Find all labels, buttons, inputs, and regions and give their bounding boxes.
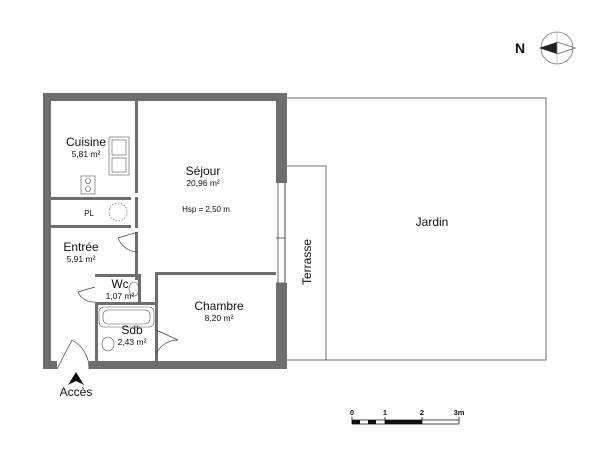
wc-area: 1,07 m² bbox=[106, 291, 135, 301]
terrace-outline bbox=[285, 165, 327, 360]
exterior-walls bbox=[43, 93, 287, 369]
sejour-name: Séjour bbox=[186, 164, 221, 178]
interior-walls bbox=[51, 101, 276, 361]
compass-icon bbox=[539, 31, 576, 65]
entree-name: Entrée bbox=[63, 240, 99, 254]
chambre-name: Chambre bbox=[194, 299, 244, 313]
access-label: Accès bbox=[60, 385, 93, 399]
scale-bar bbox=[351, 417, 460, 425]
scale-tick-0: 0 bbox=[350, 408, 354, 417]
garden-outline bbox=[284, 97, 547, 361]
chambre-area: 8,20 m² bbox=[205, 313, 234, 323]
scale-tick-1: 1 bbox=[383, 408, 387, 417]
kitchen-fixtures bbox=[80, 136, 130, 222]
window-symbols bbox=[277, 183, 286, 283]
access-arrow-icon bbox=[68, 372, 84, 385]
jardin-name: Jardin bbox=[416, 215, 449, 229]
sdb-name: Sdb bbox=[121, 323, 143, 337]
entree-area: 5,91 m² bbox=[67, 254, 96, 264]
wc-name: Wc bbox=[111, 277, 128, 291]
door-swings bbox=[56, 231, 179, 370]
terrasse-name: Terrasse bbox=[300, 239, 314, 285]
bathroom-fixtures bbox=[98, 281, 155, 352]
ceiling-height-note: Hsp = 2,50 m bbox=[182, 205, 230, 214]
sejour-area: 20,96 m² bbox=[186, 178, 220, 188]
cuisine-name: Cuisine bbox=[66, 135, 106, 149]
sdb-area: 2,43 m² bbox=[118, 337, 147, 347]
scale-tick-3: 3m bbox=[454, 408, 465, 417]
placard-label: PL bbox=[84, 209, 94, 218]
compass-north-letter: N bbox=[515, 40, 525, 56]
cuisine-area: 5,81 m² bbox=[72, 149, 101, 159]
scale-tick-2: 2 bbox=[420, 408, 424, 417]
